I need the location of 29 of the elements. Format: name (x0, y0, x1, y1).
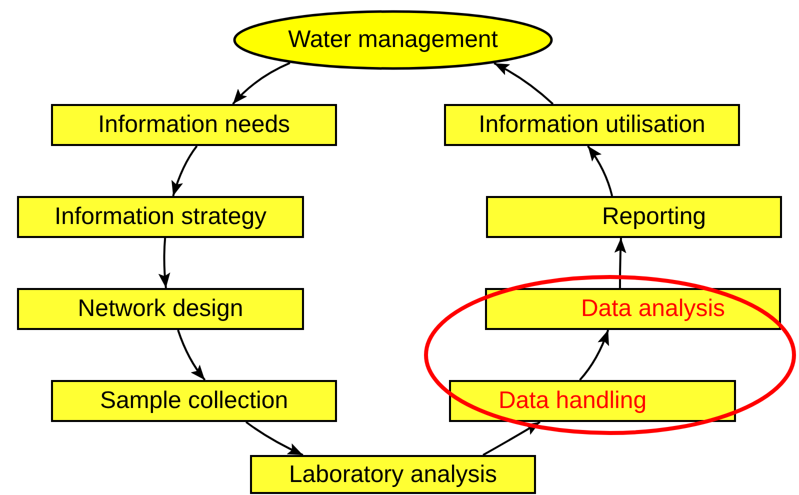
arrow (172, 145, 198, 196)
node-label: Reporting (602, 203, 706, 231)
node-label: Data handling (498, 387, 647, 415)
arrow (587, 145, 614, 196)
process-box (444, 104, 740, 146)
arrow (579, 330, 610, 381)
arrow (177, 330, 206, 381)
process-box (17, 288, 304, 330)
process-box (250, 455, 536, 494)
process-box (17, 196, 304, 238)
process-box (486, 196, 782, 238)
arrow (232, 62, 290, 105)
node-label: Network design (78, 295, 244, 323)
node-label: Information strategy (54, 203, 267, 231)
arrow (245, 421, 304, 456)
node-label: Laboratory analysis (288, 460, 498, 488)
process-box (449, 380, 736, 422)
process-box (51, 380, 337, 422)
node-label: Information utilisation (478, 111, 706, 139)
node-label: Water management (288, 26, 498, 54)
arrow (614, 238, 626, 288)
node-label: Sample collection (100, 387, 288, 415)
process-box (485, 288, 781, 330)
node-label: Data analysis (580, 295, 726, 323)
arrow (494, 62, 554, 105)
arrow (482, 421, 540, 456)
arrow (158, 238, 170, 288)
process-box (51, 104, 337, 146)
node-label: Information needs (98, 111, 290, 139)
